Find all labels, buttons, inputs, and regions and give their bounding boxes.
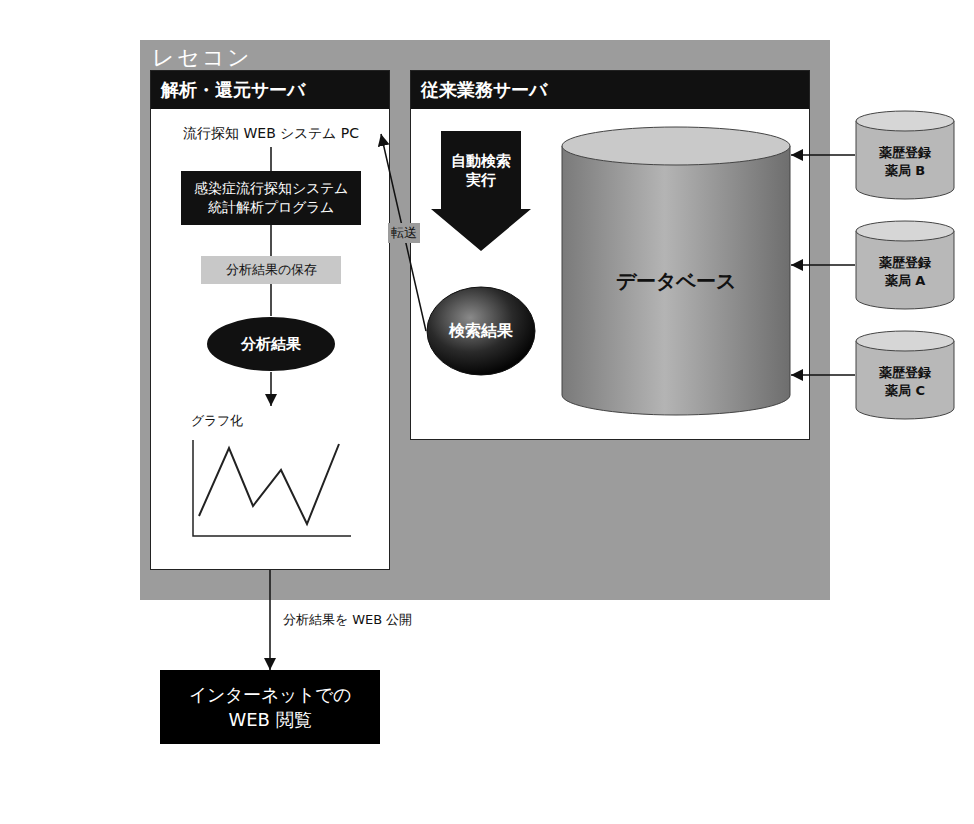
pc-label-box: 流行探知 WEB システム PC [161,121,381,147]
connector [791,154,855,156]
connector [269,570,271,670]
node-text: データベース [616,268,736,295]
connector [270,225,272,256]
database-cylinder: データベース [561,126,791,416]
node-text: グラフ化 [181,406,361,436]
node-text: 分析結果の保存 [206,261,336,279]
node-text: 薬歴登録 薬局 C [873,364,937,400]
box-heading: 従来業務サーバ [411,71,809,109]
node-text: インターネットでの WEB 閲覧 [170,682,370,732]
node-text: 分析結果 [241,335,301,354]
connector [270,147,272,171]
edge-label: 分析結果を WEB 公開 [280,610,415,630]
node-text: 流行探知 WEB システム PC [165,125,377,143]
node-text: 薬歴登録 薬局 A [873,254,937,290]
action-arrow: 自動検索実行 [431,131,531,251]
edge-label: 転送 [388,223,420,243]
program-box: 感染症流行探知システム 統計解析プログラム [181,171,361,225]
node-text: 薬歴登録 薬局 B [873,144,937,180]
node-text: 検索結果 [449,321,513,342]
connector [791,374,855,376]
action-arrow-outline [431,131,531,251]
result-ellipse: 分析結果 [206,316,336,372]
storage-box: 分析結果の保存 [201,256,341,284]
node-text: 感染症流行探知システム 統計解析プログラム [189,179,353,217]
result-sphere: 検索結果 [426,286,536,376]
connector [381,134,426,331]
pharmacy-cylinder: 薬歴登録 薬局 C [855,330,955,420]
box-heading: 解析・還元サーバ [151,71,389,109]
pharmacy-cylinder: 薬歴登録 薬局 A [855,220,955,310]
server-box: 従来業務サーバ自動検索実行検索結果 データベース [410,70,810,440]
connector [270,284,272,316]
connector [791,264,855,266]
system-panel: レセコン解析・還元サーバ流行探知 WEB システム PC感染症流行探知システム … [140,40,830,600]
node-text: 自動検索実行 [449,152,513,190]
server-box: 解析・還元サーバ流行探知 WEB システム PC 感染症流行探知システム 統計解析… [150,70,390,570]
connector [270,372,272,406]
graph-box: グラフ化 [181,406,361,546]
internet-box: インターネットでの WEB 閲覧 [160,670,380,744]
pharmacy-cylinder: 薬歴登録 薬局 B [855,110,955,200]
